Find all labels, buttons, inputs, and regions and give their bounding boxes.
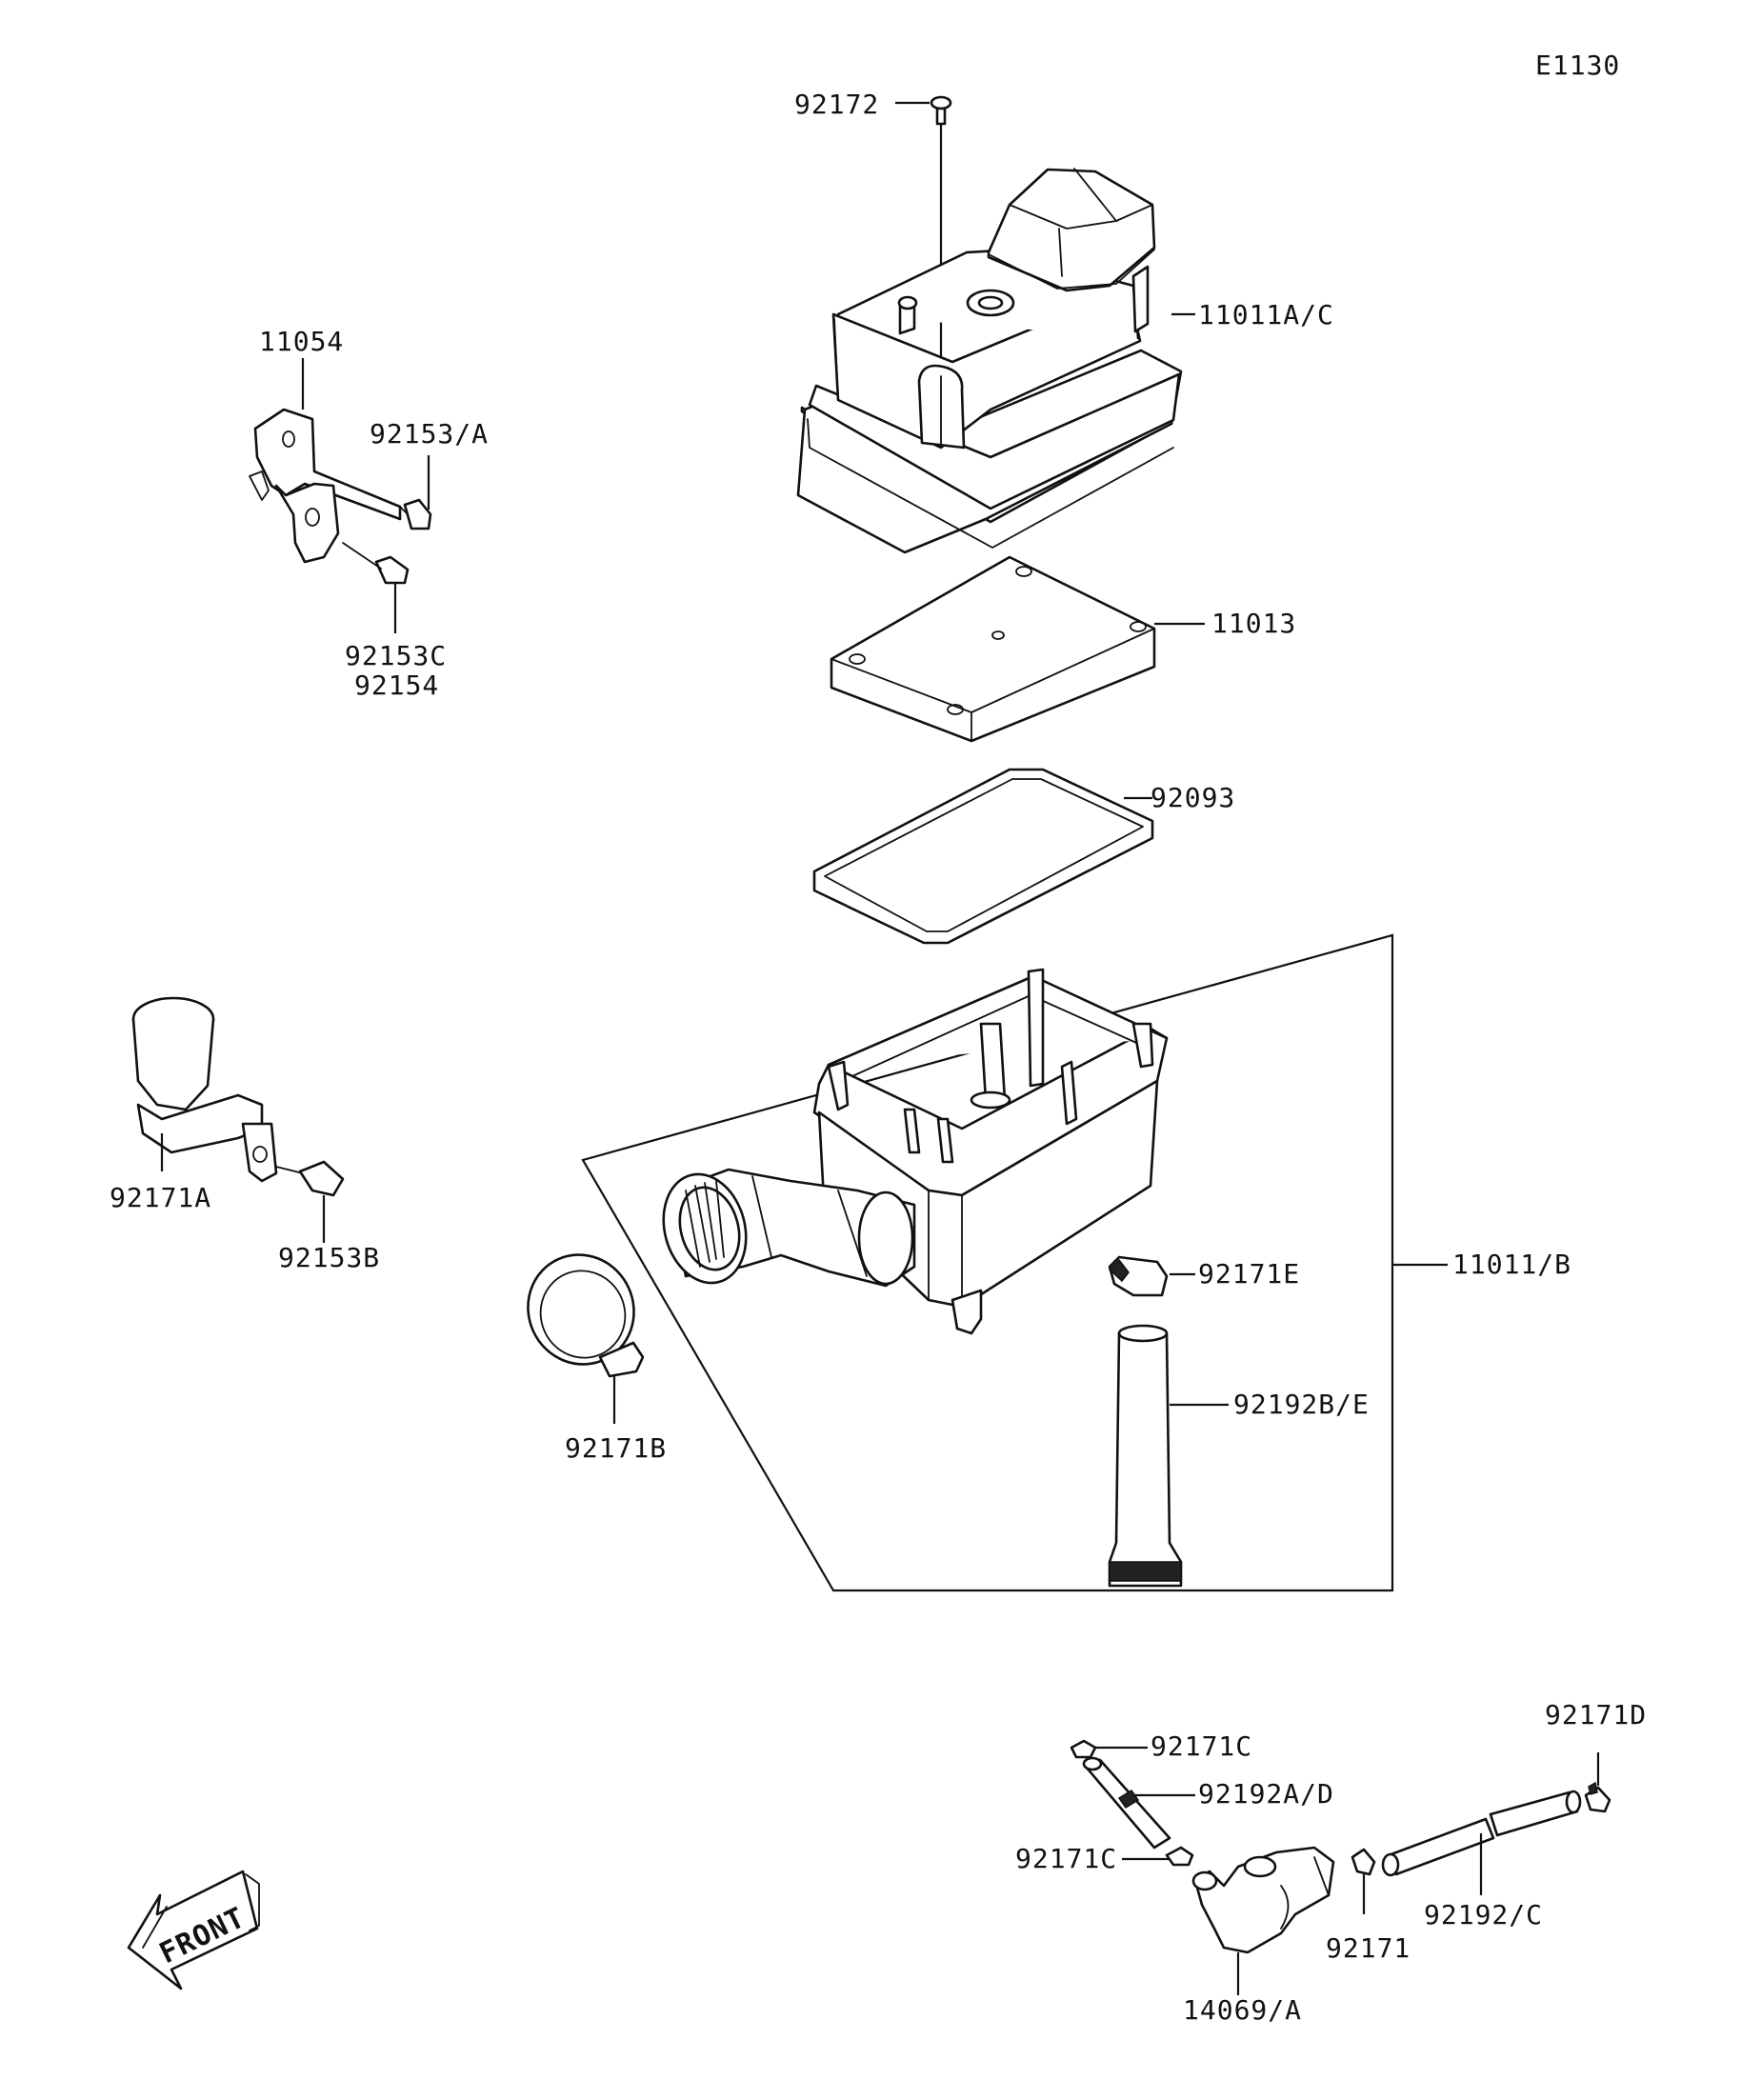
clamp-92171A: 92171A 92153B bbox=[110, 996, 380, 1273]
label-11054[interactable]: 11054 bbox=[259, 326, 344, 357]
drain-tube-92192BE: 92192B/E bbox=[1108, 1324, 1370, 1588]
air-cleaner-cover: 11011A/C bbox=[796, 168, 1334, 554]
label-92153C[interactable]: 92153C bbox=[345, 640, 447, 671]
gasket-92093: 92093 bbox=[812, 768, 1235, 945]
label-92171E[interactable]: 92171E bbox=[1198, 1258, 1300, 1290]
label-92192BE[interactable]: 92192B/E bbox=[1233, 1389, 1370, 1420]
clamp-92171B: 92171B bbox=[527, 1253, 667, 1464]
housing-group-11011B: 11011/B bbox=[581, 933, 1571, 1592]
label-92154[interactable]: 92154 bbox=[354, 670, 439, 701]
label-92171D[interactable]: 92171D bbox=[1545, 1699, 1647, 1730]
clamp-92171E: 92171E bbox=[1108, 1255, 1300, 1297]
label-11011B[interactable]: 11011/B bbox=[1452, 1249, 1571, 1280]
label-92171[interactable]: 92171 bbox=[1326, 1932, 1411, 1964]
label-92171A[interactable]: 92171A bbox=[110, 1182, 211, 1213]
label-92192AD[interactable]: 92192A/D bbox=[1198, 1778, 1334, 1810]
label-92171B[interactable]: 92171B bbox=[565, 1432, 667, 1464]
label-92171C-top[interactable]: 92171C bbox=[1151, 1730, 1252, 1762]
label-92172[interactable]: 92172 bbox=[794, 89, 879, 120]
label-92093[interactable]: 92093 bbox=[1151, 782, 1235, 813]
label-92171C-bottom[interactable]: 92171C bbox=[1015, 1843, 1117, 1874]
label-92192C[interactable]: 92192/C bbox=[1424, 1899, 1543, 1930]
air-filter-element-11013: 11013 bbox=[830, 555, 1296, 743]
label-92153B[interactable]: 92153B bbox=[278, 1242, 380, 1273]
front-arrow: FRONT bbox=[127, 1870, 260, 1990]
diagram-code: E1130 bbox=[1535, 50, 1620, 81]
label-92153A[interactable]: 92153/A bbox=[370, 418, 489, 450]
label-11013[interactable]: 11013 bbox=[1211, 608, 1296, 639]
label-14069A[interactable]: 14069/A bbox=[1183, 1994, 1302, 2026]
breather-group: 92171C 92192A/D 92171C 14069/A 92171 921… bbox=[1015, 1699, 1647, 2026]
label-11011AC[interactable]: 11011A/C bbox=[1198, 299, 1334, 330]
bracket-11054: 11054 92153/A 92153C 92154 bbox=[249, 326, 489, 701]
